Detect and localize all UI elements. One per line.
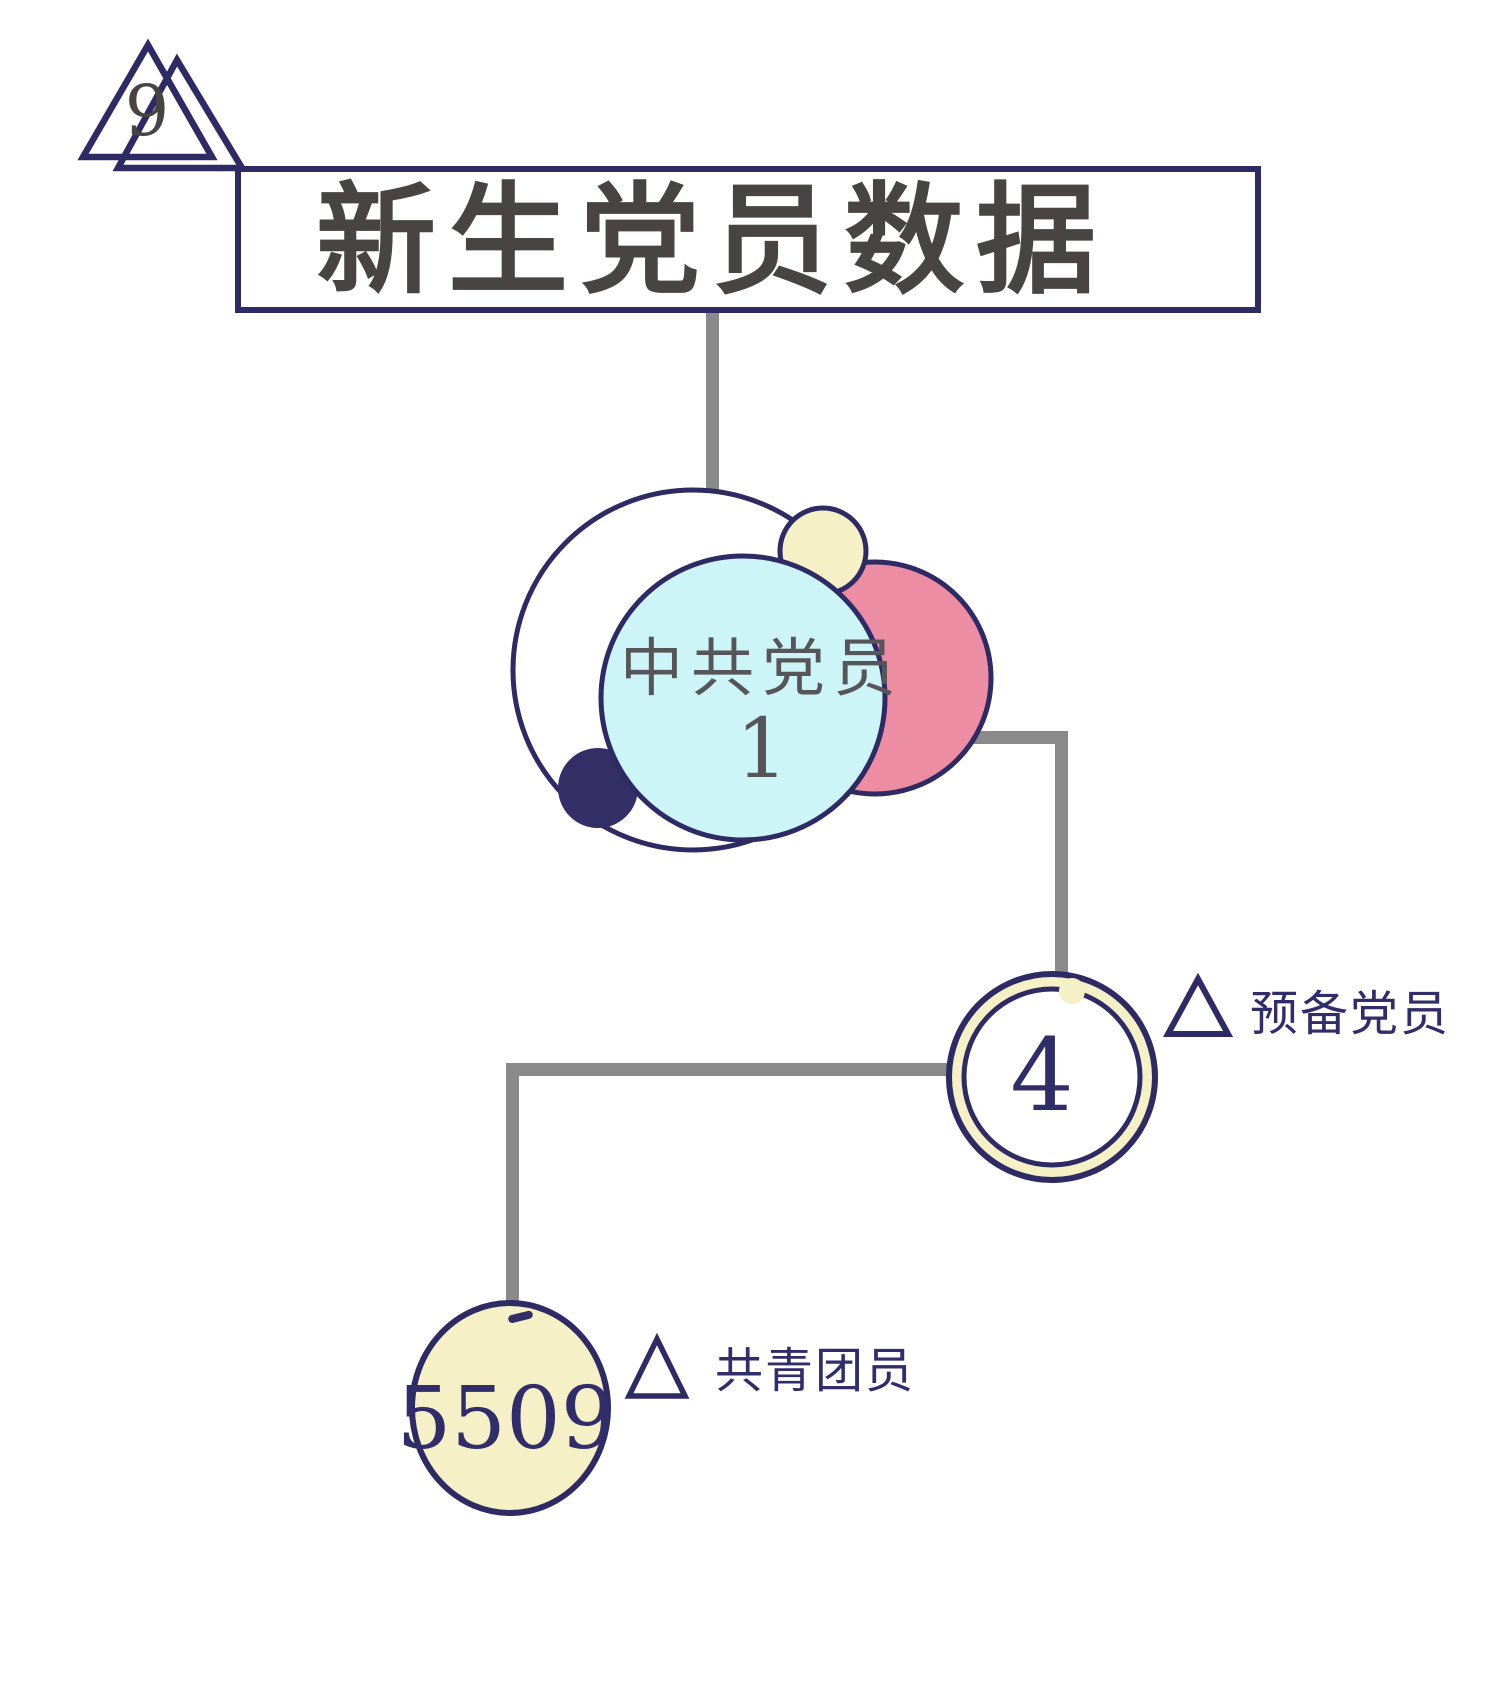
triangle-bullet-icon xyxy=(624,1332,690,1399)
connector-main-to-node4-horizontal xyxy=(950,731,1068,744)
main-node-value: 1 xyxy=(736,702,788,797)
main-node-circle xyxy=(598,553,888,843)
decor-triangle-back xyxy=(112,53,248,172)
decor-triangle-front xyxy=(77,38,218,161)
node4-label: 预备党员 xyxy=(1250,986,1450,1042)
connector-title-to-main xyxy=(706,305,719,493)
title-box xyxy=(235,166,1261,313)
node4-accent-dot xyxy=(1059,978,1085,1004)
connector-node4-to-node5509-vertical xyxy=(506,1063,519,1305)
badge-number: 9 xyxy=(125,70,170,152)
node5509-accent-dash xyxy=(508,1310,533,1323)
node5509-circle xyxy=(409,1300,611,1516)
node5509-label: 共青团员 xyxy=(715,1343,915,1399)
page-title: 新生党员数据 xyxy=(316,174,1108,308)
node5509-value: 5509 xyxy=(397,1369,616,1469)
triangle-bullet-icon xyxy=(1162,972,1234,1037)
connector-main-to-node4-vertical xyxy=(1055,731,1068,976)
main-node-label: 中共党员 xyxy=(620,632,904,705)
connector-node4-to-node5509-horizontal xyxy=(506,1063,948,1076)
node4-value: 4 xyxy=(1010,1017,1074,1134)
node4-inner-ring xyxy=(961,986,1143,1168)
